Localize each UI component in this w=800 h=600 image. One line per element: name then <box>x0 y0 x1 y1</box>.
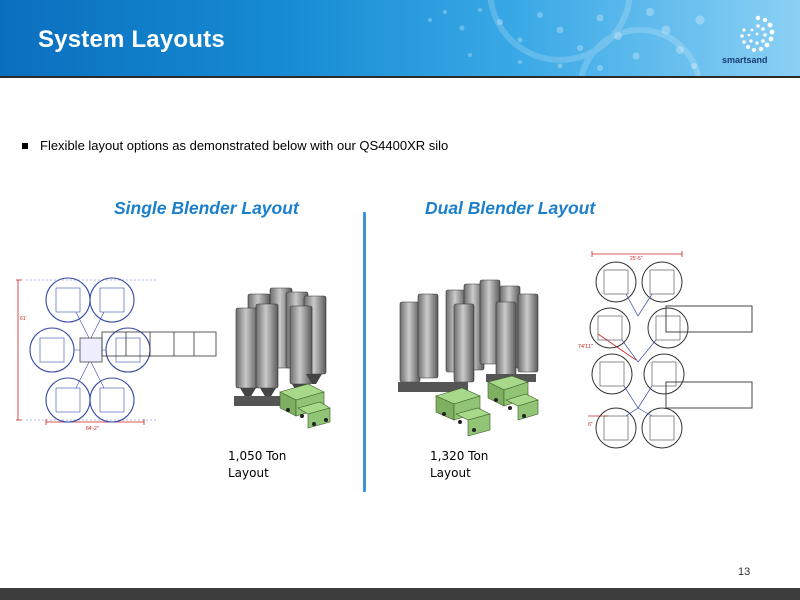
single-caption-line1: 1,050 Ton <box>228 449 287 463</box>
single-dim-height: 61' <box>20 316 27 322</box>
header-banner: System Layouts <box>0 0 800 78</box>
single-layout-caption: 1,050 Ton Layout <box>228 448 286 482</box>
logo-text-sand: sand <box>746 55 768 65</box>
logo-text-smart: smart <box>722 55 747 65</box>
footer-bar <box>0 588 800 600</box>
header-dot-pattern <box>428 0 705 78</box>
page-number: 13 <box>738 566 751 578</box>
dual-layout-caption: 1,320 Ton Layout <box>430 448 488 482</box>
dual-blender-floor-plan: 25'-5" 74'11" 6" <box>578 251 753 449</box>
slide-title: System Layouts <box>38 26 225 53</box>
header-underline <box>0 76 800 78</box>
single-blender-silo-render <box>234 287 331 429</box>
dual-dim-top: 25'-5" <box>630 256 643 262</box>
single-dim-width: 84'-2" <box>86 426 99 432</box>
dual-dim-side: 74'11" <box>578 344 593 350</box>
smartsand-logo-icon <box>740 15 775 52</box>
dual-caption-line1: 1,320 Ton <box>430 449 489 463</box>
bullet-square-icon <box>22 142 28 149</box>
bullet-item: Flexible layout options as demonstrated … <box>22 138 448 153</box>
logo-wordmark: smartsand <box>722 55 768 65</box>
dual-blender-silo-render <box>398 279 539 436</box>
single-caption-line2: Layout <box>228 466 269 480</box>
single-blender-title: Single Blender Layout <box>114 198 299 218</box>
dual-caption-line2: Layout <box>430 466 471 480</box>
dual-blender-title: Dual Blender Layout <box>425 198 596 218</box>
bullet-text: Flexible layout options as demonstrated … <box>40 138 449 153</box>
section-divider <box>363 212 366 492</box>
dual-dim-bottom: 6" <box>588 422 593 428</box>
single-blender-floor-plan: 61' 84'-2" <box>16 277 217 432</box>
